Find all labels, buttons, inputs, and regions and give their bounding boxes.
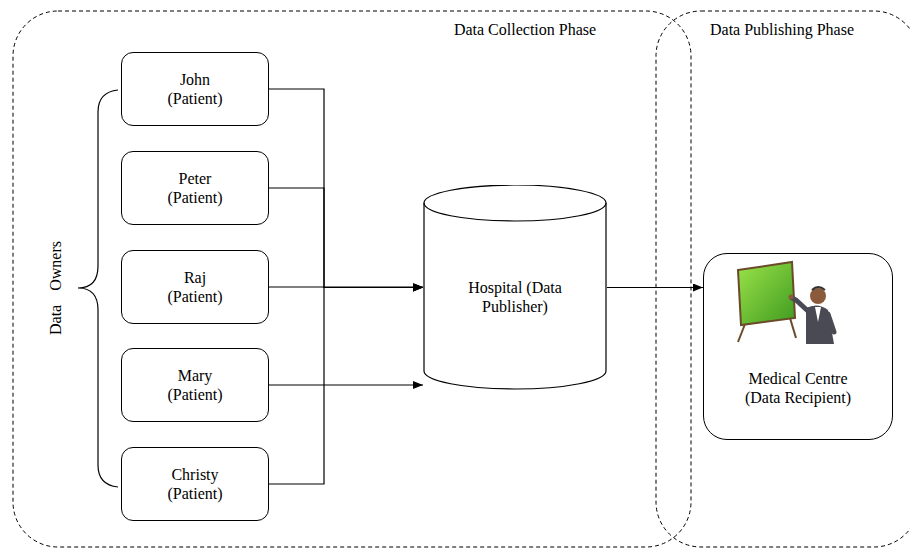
flow-arrow — [269, 384, 423, 385]
node-label: Medical Centre (Data Recipient) — [733, 369, 863, 407]
phase-region: Data Collection PhaseJohn (Patient) Peter… — [12, 10, 692, 548]
group-label-text: Data Owners — [47, 241, 64, 335]
node-label: Mary (Patient) — [156, 366, 234, 404]
node-label: John (Patient) — [156, 70, 234, 108]
node-label: Hospital (Data Publisher) — [453, 278, 578, 316]
group-label: Data Owners — [46, 241, 65, 335]
flow-arrow — [269, 288, 423, 485]
patient-box: John (Patient) — [121, 52, 269, 126]
phase-region: Data Publishing PhaseMedical Centre (Dat… — [655, 10, 910, 548]
node-label: Peter (Patient) — [156, 169, 234, 207]
flow-arrow — [269, 188, 423, 288]
flow-arrow — [607, 287, 703, 288]
node-label: Christy (Patient) — [156, 465, 234, 503]
patient-box: Peter (Patient) — [121, 151, 269, 225]
owner-brace — [78, 90, 118, 487]
phase-heading: Data Publishing Phase — [710, 20, 854, 39]
region-outline — [655, 10, 910, 548]
presenter-illustration — [738, 262, 834, 344]
node-label: Raj (Patient) — [156, 268, 234, 306]
recipient-box: Medical Centre (Data Recipient) — [703, 253, 893, 440]
patient-box: Raj (Patient) — [121, 250, 269, 324]
phase-heading: Data Collection Phase — [454, 20, 596, 39]
database-cylinder: Hospital (Data Publisher) — [423, 185, 607, 390]
patient-box: Mary (Patient) — [121, 348, 269, 422]
patient-box: Christy (Patient) — [121, 447, 269, 521]
flow-arrow — [269, 89, 423, 288]
